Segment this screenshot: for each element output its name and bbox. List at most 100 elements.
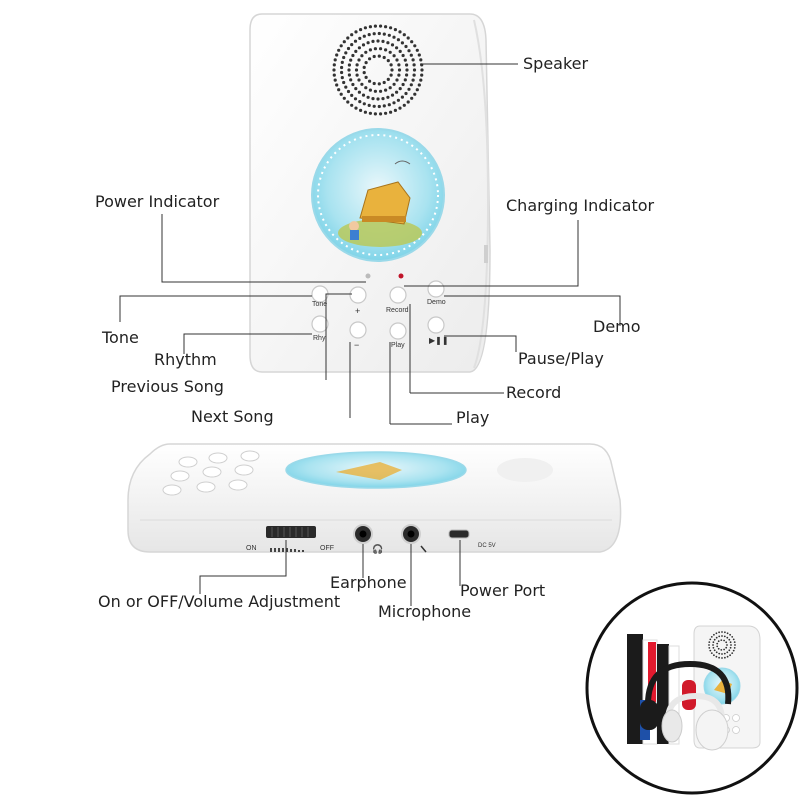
demo-button[interactable] bbox=[428, 281, 444, 297]
grille-dot bbox=[356, 74, 359, 77]
grille-dot bbox=[716, 646, 718, 648]
grille-dot bbox=[368, 104, 371, 107]
grille-dot bbox=[369, 112, 372, 115]
grille-dot bbox=[716, 651, 718, 653]
side-device bbox=[128, 444, 621, 552]
grille-dot bbox=[718, 631, 720, 633]
power-port-socket[interactable] bbox=[449, 530, 469, 538]
grille-dot bbox=[369, 89, 372, 92]
grille-dot bbox=[404, 59, 407, 62]
grille-dot bbox=[720, 639, 722, 641]
grille-dot bbox=[357, 58, 360, 61]
grille-dot bbox=[733, 639, 735, 641]
pause-play-button[interactable] bbox=[428, 317, 444, 333]
grille-dot bbox=[354, 107, 357, 110]
grille-dot bbox=[394, 109, 397, 112]
grille-dot bbox=[363, 102, 366, 105]
grille-dot bbox=[334, 58, 337, 61]
grille-dot bbox=[711, 652, 713, 654]
grille-dot bbox=[407, 100, 410, 103]
grille-dot bbox=[728, 639, 730, 641]
grille-dot bbox=[708, 641, 710, 643]
grille-dot bbox=[343, 40, 346, 43]
minus-button[interactable] bbox=[350, 322, 366, 338]
grille-dot bbox=[368, 57, 371, 60]
power-indicator-label: Power Indicator bbox=[95, 193, 219, 211]
grille-dot bbox=[342, 56, 345, 59]
grille-dot bbox=[360, 54, 363, 57]
grille-dot bbox=[371, 40, 374, 43]
grille-dot bbox=[356, 63, 359, 66]
grille-dot bbox=[413, 93, 416, 96]
grille-dot bbox=[344, 51, 347, 54]
record-button[interactable] bbox=[390, 287, 406, 303]
grille-dot bbox=[364, 51, 367, 54]
grille-dot bbox=[420, 68, 423, 71]
grille-dot bbox=[402, 83, 405, 86]
off-label: OFF bbox=[320, 545, 334, 552]
grille-dot bbox=[712, 644, 714, 646]
grille-dot bbox=[337, 49, 340, 52]
grille-dot bbox=[357, 78, 360, 81]
grille-dot bbox=[721, 631, 723, 633]
previous-song-label: Previous Song bbox=[111, 378, 224, 396]
grille-dot bbox=[374, 25, 377, 28]
grille-dot bbox=[716, 656, 718, 658]
grille-dot bbox=[395, 58, 398, 61]
grille-dot bbox=[350, 33, 353, 36]
grille-dot bbox=[730, 647, 732, 649]
grille-dot bbox=[713, 634, 715, 636]
grille-dot bbox=[728, 649, 730, 651]
grille-dot bbox=[725, 647, 727, 649]
grille-dot bbox=[405, 68, 408, 71]
grille-dot bbox=[335, 83, 338, 86]
play-button[interactable] bbox=[390, 323, 406, 339]
grille-dot bbox=[390, 68, 393, 71]
grille-dot bbox=[709, 650, 711, 652]
grille-dot bbox=[718, 648, 720, 650]
grille-dot bbox=[363, 35, 366, 38]
grille-dot bbox=[395, 78, 398, 81]
grille-dot bbox=[383, 33, 386, 36]
demo-label: Demo bbox=[593, 318, 641, 336]
grille-dot bbox=[390, 74, 393, 77]
grille-dot bbox=[724, 631, 726, 633]
side-switch bbox=[484, 245, 488, 263]
grille-dot bbox=[418, 53, 421, 56]
grille-dot bbox=[407, 88, 410, 91]
grille-dot bbox=[383, 81, 386, 84]
next-song-label: Next Song bbox=[191, 408, 274, 426]
grille-dot bbox=[733, 650, 735, 652]
plus-button[interactable] bbox=[350, 287, 366, 303]
grille-dot bbox=[364, 111, 367, 114]
grille-dot bbox=[404, 45, 407, 48]
dc-label: DC 5V bbox=[478, 543, 496, 549]
grille-dot bbox=[350, 43, 353, 46]
grille-dot bbox=[344, 86, 347, 89]
cartoon-sticker bbox=[312, 129, 444, 261]
grille-dot bbox=[413, 44, 416, 47]
grille-dot bbox=[379, 47, 382, 50]
grille-dot bbox=[721, 657, 723, 659]
grille-dot bbox=[390, 63, 393, 66]
grille-dot bbox=[340, 71, 343, 74]
grille-dot bbox=[341, 61, 344, 64]
grille-dot bbox=[348, 63, 351, 66]
grille-dot bbox=[401, 96, 404, 99]
grille-dot bbox=[730, 644, 732, 646]
grille-dot bbox=[360, 83, 363, 86]
grille-dot bbox=[358, 91, 361, 94]
grille-dot bbox=[351, 54, 354, 57]
rhy-button-label: Rhy bbox=[313, 335, 325, 342]
grille-dot bbox=[389, 26, 392, 29]
grille-dot bbox=[718, 653, 720, 655]
grille-dot bbox=[358, 37, 361, 40]
grille-dot bbox=[347, 68, 350, 71]
grille-dot bbox=[397, 63, 400, 66]
grille-dot bbox=[379, 112, 382, 115]
grille-dot bbox=[378, 105, 381, 108]
grille-dot bbox=[340, 44, 343, 47]
grille-dot bbox=[350, 94, 353, 97]
grille-dot bbox=[716, 643, 718, 645]
grille-dot bbox=[410, 83, 413, 86]
